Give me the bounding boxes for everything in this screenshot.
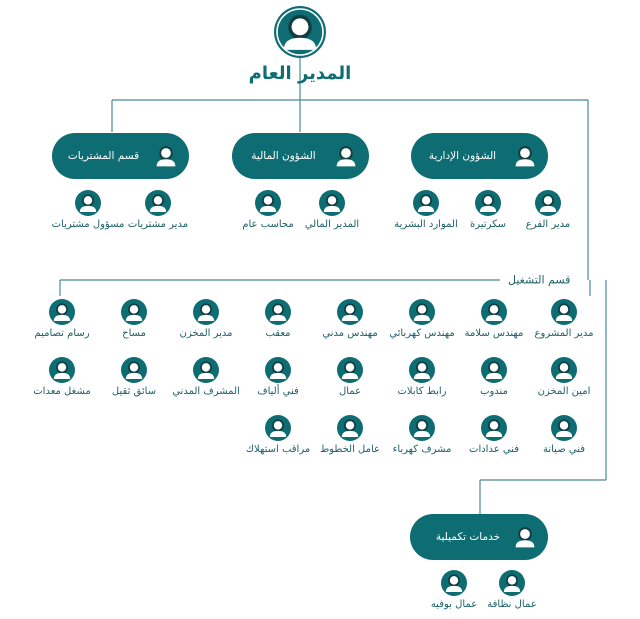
person-avatar-icon bbox=[145, 190, 171, 216]
person-avatar-icon bbox=[510, 522, 540, 552]
person-avatar-icon bbox=[265, 299, 291, 325]
operations-member-label: فني صيانة bbox=[542, 444, 586, 455]
person-avatar-icon bbox=[475, 190, 501, 216]
person-avatar-icon bbox=[193, 299, 219, 325]
person-avatar-icon bbox=[319, 190, 345, 216]
person-avatar-icon bbox=[481, 415, 507, 441]
person-avatar-icon bbox=[337, 299, 363, 325]
support-member-label: عمال نظافة bbox=[487, 599, 537, 610]
member-label: المدير المالي bbox=[304, 219, 360, 230]
operations-member-label: فني عدادات bbox=[469, 444, 519, 455]
person-avatar-icon bbox=[49, 357, 75, 383]
branch-pill bbox=[232, 133, 369, 179]
person-avatar-icon bbox=[481, 357, 507, 383]
operations-member-label: معقب bbox=[265, 328, 291, 339]
operations-member-label: سائق ثقيل bbox=[111, 386, 157, 397]
person-avatar-icon bbox=[274, 6, 326, 58]
member-label: الموارد البشرية bbox=[394, 219, 458, 230]
person-avatar-icon bbox=[441, 570, 467, 596]
support-member-label: عمال بوفيه bbox=[430, 599, 478, 610]
person-avatar-icon bbox=[499, 570, 525, 596]
person-avatar-icon bbox=[193, 357, 219, 383]
person-avatar-icon bbox=[255, 190, 281, 216]
person-avatar-icon bbox=[535, 190, 561, 216]
member-label: مسؤول مشتريات bbox=[51, 219, 125, 230]
support-name: خدمات تكميلية bbox=[435, 531, 501, 543]
person-avatar-icon bbox=[121, 299, 147, 325]
branch-pill bbox=[411, 133, 548, 179]
operations-member-label: مدير المشروع bbox=[534, 328, 594, 339]
branch-pill bbox=[52, 133, 189, 179]
operations-member-label: مراقب استهلاك bbox=[245, 444, 311, 455]
person-avatar-icon bbox=[49, 299, 75, 325]
branch-name: الشؤون الإدارية bbox=[428, 150, 497, 162]
support-pill bbox=[410, 514, 548, 560]
operations-member-label: مهندس كهربائي bbox=[389, 328, 455, 339]
operations-member-label: مدير المخزن bbox=[179, 328, 233, 339]
person-avatar-icon bbox=[510, 141, 540, 171]
operations-member-label: عمال bbox=[338, 386, 362, 397]
person-avatar-icon bbox=[409, 415, 435, 441]
operations-member-label: مهندس مدني bbox=[322, 328, 378, 339]
top-title: المدير العام bbox=[248, 63, 352, 84]
person-avatar-icon bbox=[331, 141, 361, 171]
member-label: مدير الفرع bbox=[525, 219, 571, 230]
person-avatar-icon bbox=[265, 357, 291, 383]
person-avatar-icon bbox=[151, 141, 181, 171]
person-avatar-icon bbox=[265, 415, 291, 441]
person-avatar-icon bbox=[481, 299, 507, 325]
person-avatar-icon bbox=[121, 357, 147, 383]
person-avatar-icon bbox=[75, 190, 101, 216]
operations-member-label: مهندس سلامة bbox=[464, 328, 524, 339]
operations-member-label: مندوب bbox=[480, 386, 508, 397]
person-avatar-icon bbox=[551, 357, 577, 383]
operations-member-label: مشرف كهرباء bbox=[392, 444, 452, 455]
member-label: مدير مشتريات bbox=[127, 219, 189, 230]
operations-section-title: قسم التشغيل bbox=[508, 273, 571, 287]
branch-name: قسم المشتريات bbox=[67, 150, 140, 162]
operations-member-label: فني ألياف bbox=[257, 386, 299, 397]
person-avatar-icon bbox=[409, 299, 435, 325]
operations-member-label: امين المخزن bbox=[537, 386, 591, 397]
operations-member-label: عامل الخطوط bbox=[319, 444, 381, 455]
branch-name: الشؤون المالية bbox=[251, 150, 316, 162]
person-avatar-icon bbox=[551, 299, 577, 325]
member-label: سكرتيرة bbox=[470, 219, 506, 230]
operations-member-label: رسام تصاميم bbox=[34, 328, 90, 339]
member-label: محاسب عام bbox=[242, 219, 294, 230]
operations-member-label: مساح bbox=[122, 328, 146, 339]
person-avatar-icon bbox=[337, 415, 363, 441]
operations-member-label: رابط كابلات bbox=[397, 386, 447, 397]
person-avatar-icon bbox=[409, 357, 435, 383]
operations-member-label: المشرف المدني bbox=[172, 386, 240, 397]
operations-member-label: مشغل معدات bbox=[33, 386, 91, 397]
person-avatar-icon bbox=[413, 190, 439, 216]
person-avatar-icon bbox=[551, 415, 577, 441]
person-avatar-icon bbox=[337, 357, 363, 383]
